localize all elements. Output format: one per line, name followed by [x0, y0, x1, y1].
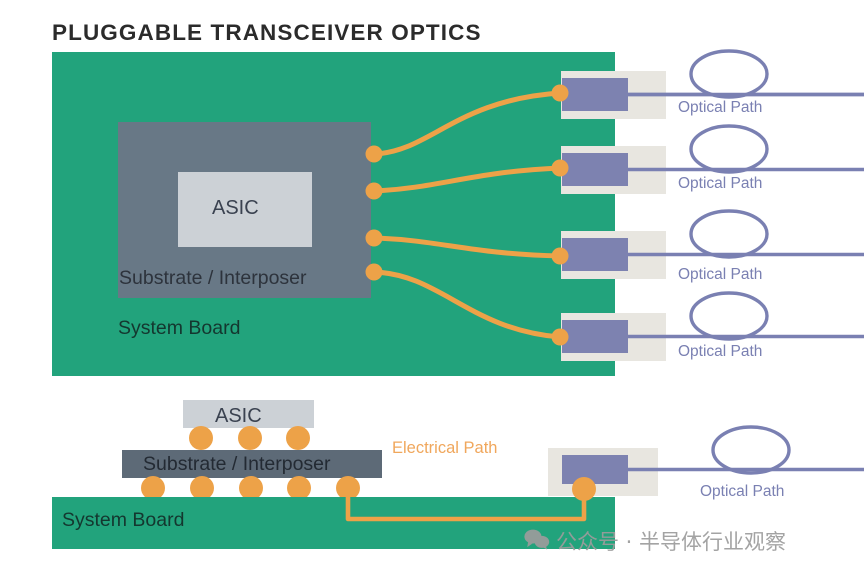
pad-substrate-3 — [365, 229, 383, 247]
bottom-electrical-path — [345, 488, 587, 522]
pad-module-1 — [551, 84, 569, 102]
module-body-2 — [562, 153, 628, 186]
pad-module-2 — [551, 159, 569, 177]
pad-substrate-1 — [365, 145, 383, 163]
top-view-group — [52, 49, 864, 376]
pad-substrate-2 — [365, 182, 383, 200]
bottom-asic-die — [183, 400, 314, 428]
substrate-ball-4 — [287, 476, 311, 500]
pad-module-3 — [551, 247, 569, 265]
bottom-module-body — [562, 455, 628, 484]
substrate-solder-balls — [141, 476, 360, 500]
bottom-module-ball — [572, 477, 596, 501]
bottom-fiber-loop — [711, 425, 791, 475]
trace-3 — [371, 235, 563, 259]
module-body-1 — [562, 78, 628, 111]
bottom-transceiver-module[interactable] — [548, 425, 864, 496]
trace-1 — [371, 90, 563, 157]
substrate-ball-3 — [239, 476, 263, 500]
pad-module-4 — [551, 328, 569, 346]
transceiver-module-3[interactable] — [561, 209, 864, 279]
top-asic-die — [178, 172, 312, 247]
asic-ball-2 — [238, 426, 262, 450]
fiber-loop-3 — [689, 209, 769, 259]
fiber-loop-4 — [689, 291, 769, 341]
bottom-system-board — [52, 497, 615, 549]
top-electrical-traces — [371, 90, 563, 340]
module-body-4 — [562, 320, 628, 353]
transceiver-module-1[interactable] — [561, 49, 864, 119]
fiber-loop-2 — [689, 124, 769, 174]
transceiver-module-2[interactable] — [561, 124, 864, 194]
fiber-loop-1 — [689, 49, 769, 99]
asic-ball-1 — [189, 426, 213, 450]
bottom-substrate-interposer — [122, 450, 382, 478]
module-body-3 — [562, 238, 628, 271]
substrate-ball-1 — [141, 476, 165, 500]
asic-ball-3 — [286, 426, 310, 450]
trace-4 — [371, 269, 563, 340]
bottom-view-group — [52, 400, 864, 549]
transceiver-module-4[interactable] — [561, 291, 864, 361]
asic-solder-balls — [189, 426, 310, 450]
top-solder-pads — [365, 84, 569, 346]
pad-substrate-4 — [365, 263, 383, 281]
trace-2 — [371, 165, 563, 194]
substrate-ball-2 — [190, 476, 214, 500]
